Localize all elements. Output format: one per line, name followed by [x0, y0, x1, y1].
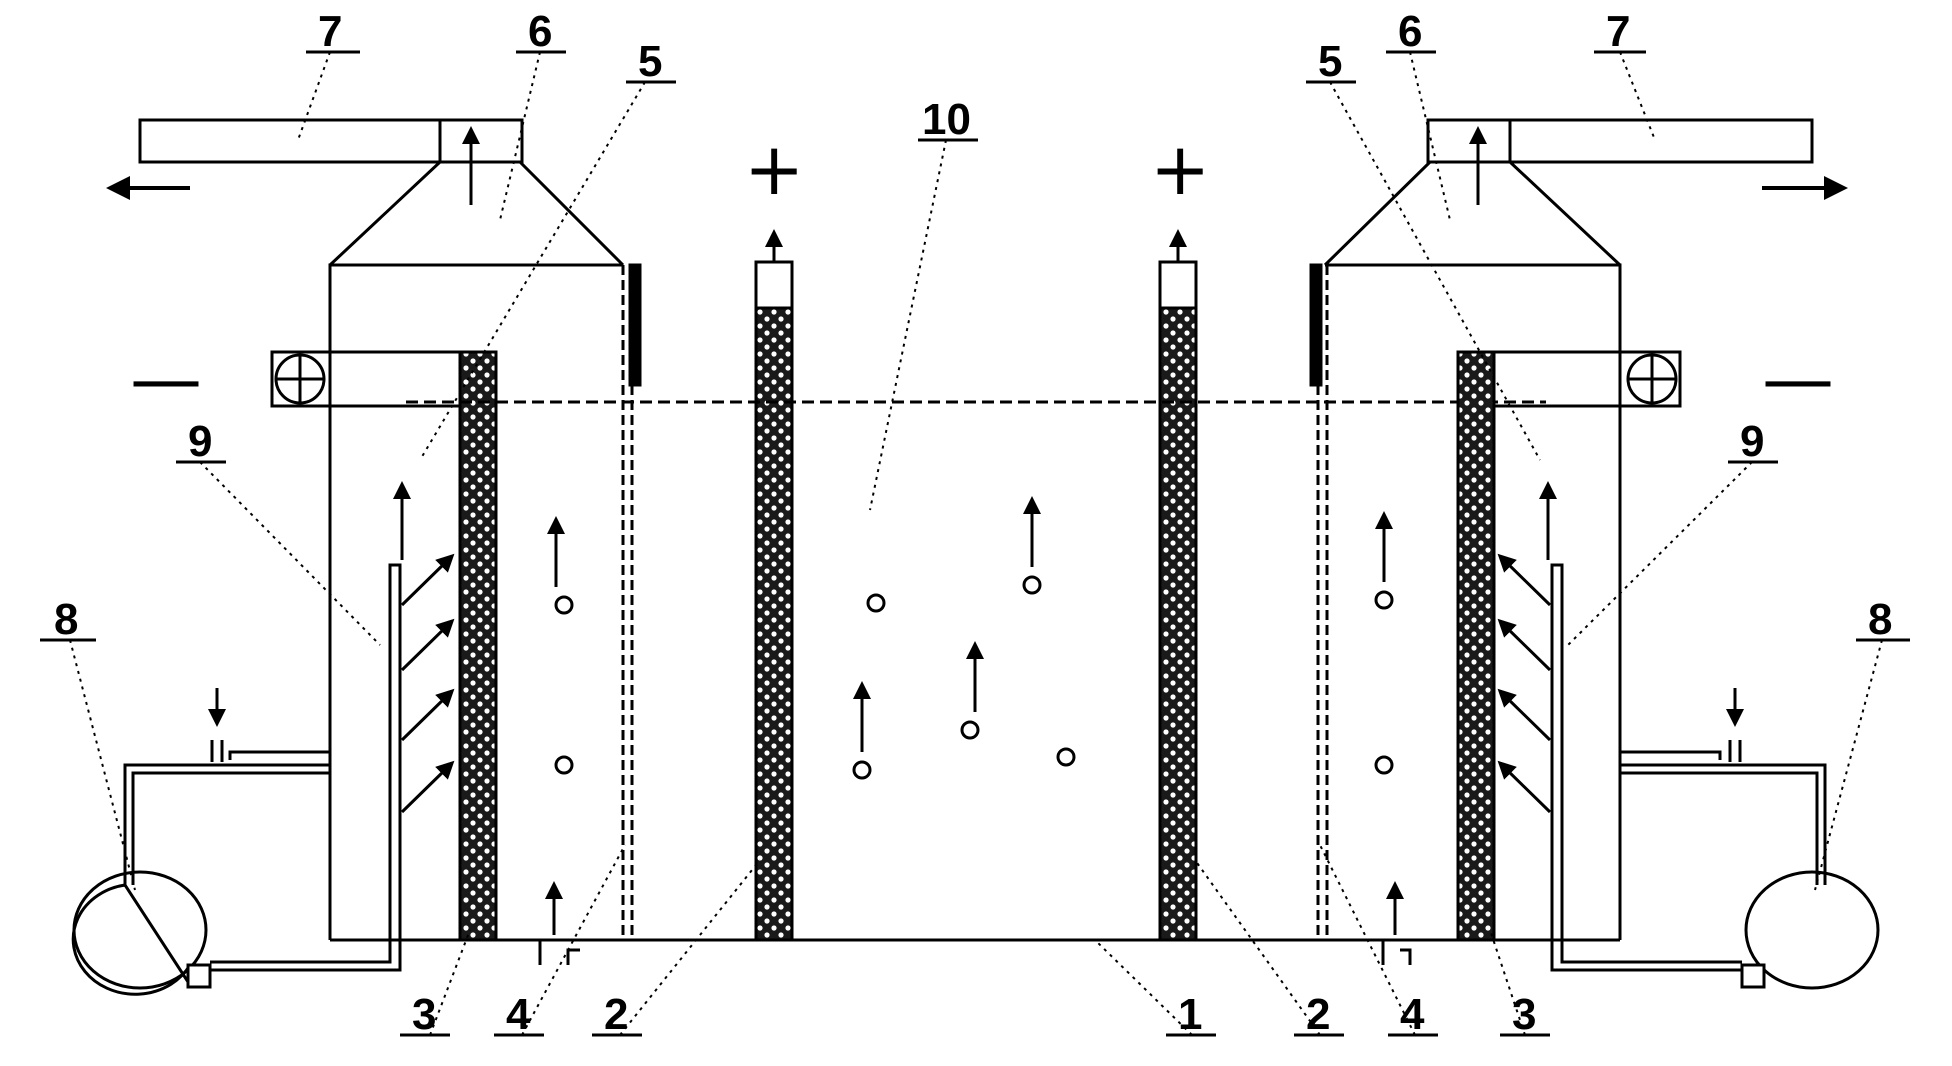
- plus-sign-right: +: [1150, 127, 1210, 211]
- left-electrode-3: [458, 350, 498, 942]
- minus-sign-left: —: [130, 337, 202, 421]
- label-2-right: 2: [1306, 990, 1330, 1039]
- label-4-left: 4: [506, 990, 531, 1039]
- label-9-right: 9: [1740, 417, 1764, 466]
- left-exhaust-duct: [138, 118, 442, 164]
- left-electrode-2: [754, 306, 794, 942]
- right-chamber: [1309, 118, 1880, 990]
- right-electrode-3: [1456, 350, 1496, 942]
- label-6-right: 6: [1398, 7, 1422, 56]
- label-5-right: 5: [1318, 37, 1342, 86]
- label-10: 10: [922, 95, 971, 144]
- label-9-left: 9: [188, 417, 212, 466]
- label-8-right: 8: [1868, 595, 1892, 644]
- left-crossbar: [270, 350, 462, 408]
- right-hood: [1323, 160, 1622, 267]
- label-8-left: 8: [54, 595, 78, 644]
- minus-sign-right: —: [1762, 337, 1834, 421]
- label-2-left: 2: [604, 990, 628, 1039]
- right-crossbar: [1492, 350, 1682, 408]
- plus-sign-left: +: [744, 127, 804, 211]
- label-3-right: 3: [1512, 990, 1536, 1039]
- label-3-left: 3: [412, 990, 436, 1039]
- left-hood: [328, 160, 625, 267]
- label-7-left: 7: [318, 7, 342, 56]
- label-4-right: 4: [1400, 990, 1425, 1039]
- leader-lines: [69, 51, 1883, 1036]
- callout-labels: 7 6 5 10 5 6 7 9 9 8 8 3 4 2 1 2 4 3: [54, 7, 1892, 1039]
- left-chamber: [71, 118, 642, 996]
- label-1: 1: [1178, 990, 1202, 1039]
- label-7-right: 7: [1606, 7, 1630, 56]
- label-underlines: [40, 50, 1910, 1037]
- bubbles: [547, 496, 1394, 780]
- label-5-left: 5: [638, 37, 662, 86]
- right-fan: [1744, 870, 1880, 990]
- polarity-signs: + + — —: [130, 127, 1834, 421]
- label-6-left: 6: [528, 7, 552, 56]
- right-exhaust-duct: [1508, 118, 1814, 164]
